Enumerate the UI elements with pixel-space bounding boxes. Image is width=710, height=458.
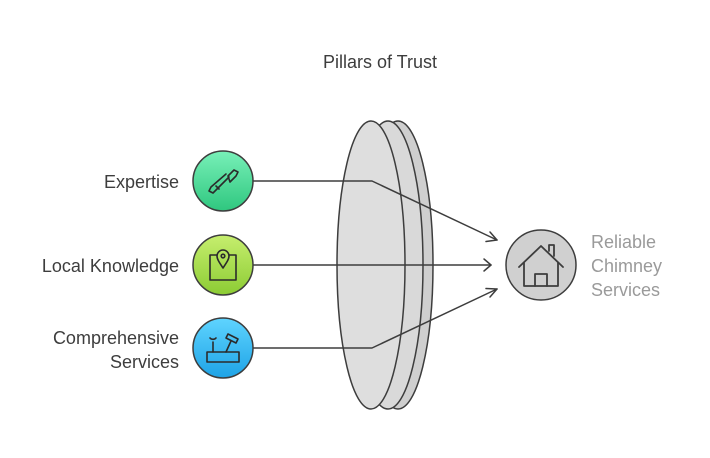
connector-comprehensive-services [252,288,498,349]
comprehensive-services-node [192,317,254,379]
screwdriver-icon [208,169,239,194]
local-knowledge-node [192,234,254,296]
map-pin-icon [209,249,237,281]
outcome-label-line2: Chimney [591,256,663,276]
label-comprehensive-services-line1: Comprehensive [52,328,179,348]
expertise-node [192,150,254,212]
house-icon [518,244,564,287]
label-local-knowledge: Local Knowledge [41,256,179,276]
arrowhead-expertise [485,231,498,243]
arrowhead-comprehensive-services [485,287,498,298]
label-expertise: Expertise [103,172,179,192]
arrowhead-local-knowledge [483,258,492,272]
outcome-node [505,229,577,301]
label-comprehensive-services-line2: Services [109,352,179,372]
outcome-label-line3: Services [591,280,661,300]
outcome-label-line1: Reliable [591,232,657,252]
diagram-title: Pillars of Trust [322,52,438,72]
connector-expertise [252,180,498,241]
toolbox-icon [206,333,240,363]
